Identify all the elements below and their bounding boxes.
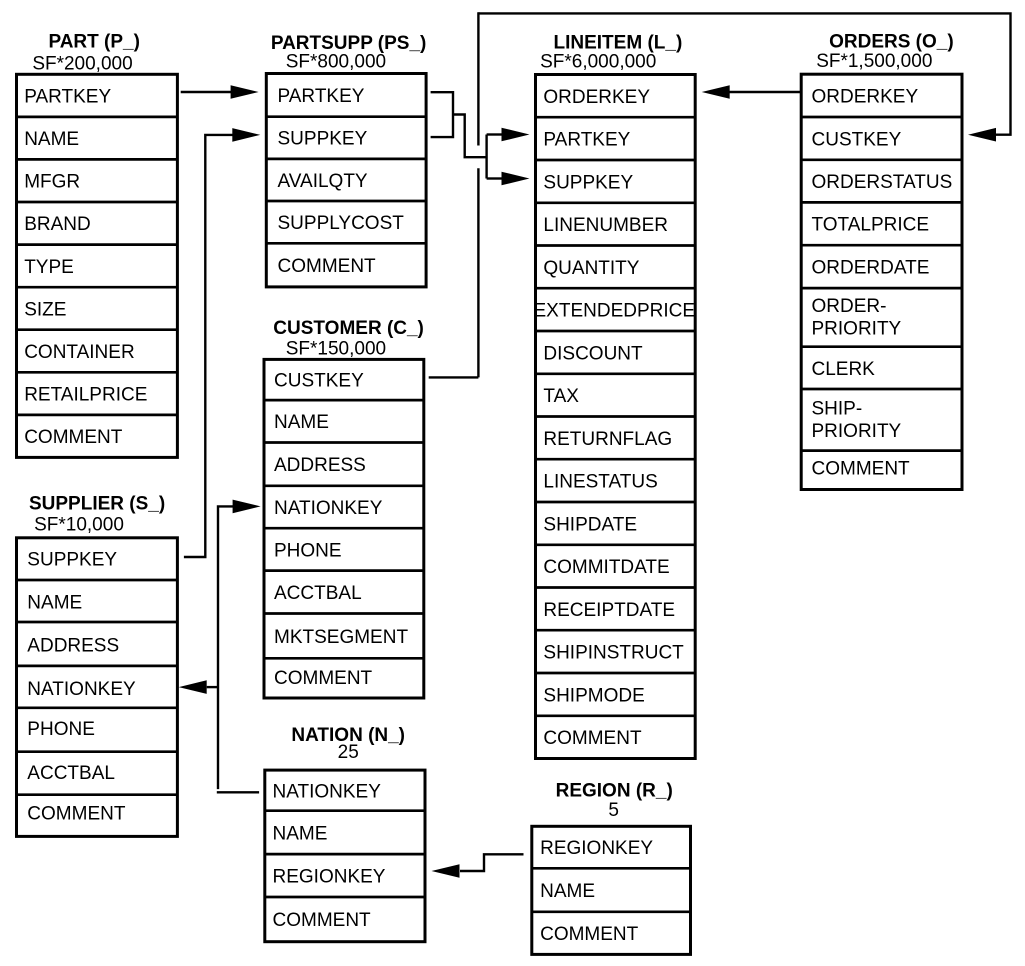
svg-text:ACCTBAL: ACCTBAL (27, 763, 115, 784)
svg-text:PHONE: PHONE (274, 540, 342, 561)
svg-text:TYPE: TYPE (24, 257, 74, 278)
svg-text:ADDRESS: ADDRESS (274, 455, 366, 476)
svg-text:SF*10,000: SF*10,000 (34, 515, 124, 536)
svg-text:SHIPMODE: SHIPMODE (543, 685, 644, 706)
svg-text:SUPPKEY: SUPPKEY (543, 172, 633, 193)
svg-text:PHONE: PHONE (27, 719, 95, 740)
svg-text:NATIONKEY: NATIONKEY (27, 679, 136, 700)
svg-text:LINESTATUS: LINESTATUS (543, 472, 657, 493)
svg-text:LINENUMBER: LINENUMBER (543, 215, 668, 236)
svg-text:RETURNFLAG: RETURNFLAG (543, 429, 672, 450)
svg-text:SHIP-: SHIP- (812, 398, 863, 419)
svg-text:SF*800,000: SF*800,000 (286, 51, 386, 72)
svg-text:TOTALPRICE: TOTALPRICE (812, 215, 930, 236)
svg-text:COMMENT: COMMENT (273, 910, 372, 931)
svg-text:PRIORITY: PRIORITY (812, 421, 902, 442)
svg-text:PARTKEY: PARTKEY (543, 130, 630, 151)
svg-text:CONTAINER: CONTAINER (24, 342, 134, 363)
svg-text:ACCTBAL: ACCTBAL (274, 583, 362, 604)
svg-text:5: 5 (608, 800, 619, 821)
svg-text:COMMENT: COMMENT (27, 804, 126, 825)
svg-text:PARTKEY: PARTKEY (24, 87, 111, 108)
svg-text:SF*150,000: SF*150,000 (286, 338, 386, 359)
svg-text:DISCOUNT: DISCOUNT (543, 343, 643, 364)
svg-text:EXTENDEDPRICE: EXTENDEDPRICE (534, 301, 696, 322)
svg-text:MFGR: MFGR (24, 172, 80, 193)
svg-text:COMMENT: COMMENT (24, 427, 123, 448)
svg-text:ORDER-: ORDER- (812, 296, 887, 317)
svg-text:NATIONKEY: NATIONKEY (274, 498, 383, 519)
svg-text:NAME: NAME (273, 823, 328, 844)
svg-text:NAME: NAME (274, 412, 329, 433)
svg-text:SUPPLYCOST: SUPPLYCOST (278, 213, 405, 234)
svg-text:ORDERSTATUS: ORDERSTATUS (812, 172, 953, 193)
svg-text:SUPPKEY: SUPPKEY (278, 129, 368, 150)
svg-text:NAME: NAME (540, 881, 595, 902)
svg-text:NAME: NAME (27, 592, 82, 613)
svg-text:PARTSUPP (PS_): PARTSUPP (PS_) (271, 33, 427, 54)
svg-text:TAX: TAX (543, 386, 579, 407)
svg-text:COMMITDATE: COMMITDATE (543, 557, 669, 578)
svg-text:AVAILQTY: AVAILQTY (278, 171, 368, 192)
svg-text:REGIONKEY: REGIONKEY (273, 866, 386, 887)
svg-text:CUSTKEY: CUSTKEY (812, 129, 902, 150)
svg-text:SF*6,000,000: SF*6,000,000 (540, 51, 656, 72)
svg-text:25: 25 (338, 742, 359, 763)
svg-text:RECEIPTDATE: RECEIPTDATE (543, 600, 675, 621)
svg-text:ORDERKEY: ORDERKEY (812, 87, 919, 108)
svg-text:ORDERKEY: ORDERKEY (543, 87, 650, 108)
svg-text:SF*200,000: SF*200,000 (32, 53, 132, 74)
svg-text:PARTKEY: PARTKEY (278, 86, 365, 107)
svg-text:ORDERS (O_): ORDERS (O_) (829, 32, 954, 53)
svg-text:COMMENT: COMMENT (540, 924, 639, 945)
svg-text:COMMENT: COMMENT (274, 668, 373, 689)
svg-text:REGION (R_): REGION (R_) (556, 781, 673, 802)
svg-text:NATION (N_): NATION (N_) (291, 725, 405, 746)
svg-text:COMMENT: COMMENT (543, 728, 642, 749)
svg-text:COMMENT: COMMENT (812, 458, 911, 479)
svg-text:QUANTITY: QUANTITY (543, 258, 639, 279)
svg-text:RETAILPRICE: RETAILPRICE (24, 385, 147, 406)
svg-text:SIZE: SIZE (24, 299, 66, 320)
svg-text:ADDRESS: ADDRESS (27, 636, 119, 657)
svg-text:REGIONKEY: REGIONKEY (540, 838, 653, 859)
svg-text:COMMENT: COMMENT (278, 256, 377, 277)
svg-text:SHIPINSTRUCT: SHIPINSTRUCT (543, 643, 684, 664)
svg-text:PRIORITY: PRIORITY (812, 319, 902, 340)
svg-text:LINEITEM (L_): LINEITEM (L_) (554, 32, 683, 53)
svg-text:CLERK: CLERK (812, 359, 876, 380)
svg-text:SHIPDATE: SHIPDATE (543, 514, 637, 535)
svg-text:NAME: NAME (24, 129, 79, 150)
svg-text:CUSTKEY: CUSTKEY (274, 371, 364, 392)
svg-text:PART (P_): PART (P_) (48, 32, 139, 53)
svg-text:CUSTOMER (C_): CUSTOMER (C_) (273, 318, 424, 339)
svg-text:BRAND: BRAND (24, 214, 91, 235)
svg-text:SUPPKEY: SUPPKEY (27, 549, 117, 570)
svg-text:SUPPLIER (S_): SUPPLIER (S_) (29, 493, 165, 514)
svg-text:NATIONKEY: NATIONKEY (273, 781, 382, 802)
svg-text:ORDERDATE: ORDERDATE (812, 258, 930, 279)
svg-text:SF*1,500,000: SF*1,500,000 (816, 51, 932, 72)
svg-text:MKTSEGMENT: MKTSEGMENT (274, 627, 408, 648)
